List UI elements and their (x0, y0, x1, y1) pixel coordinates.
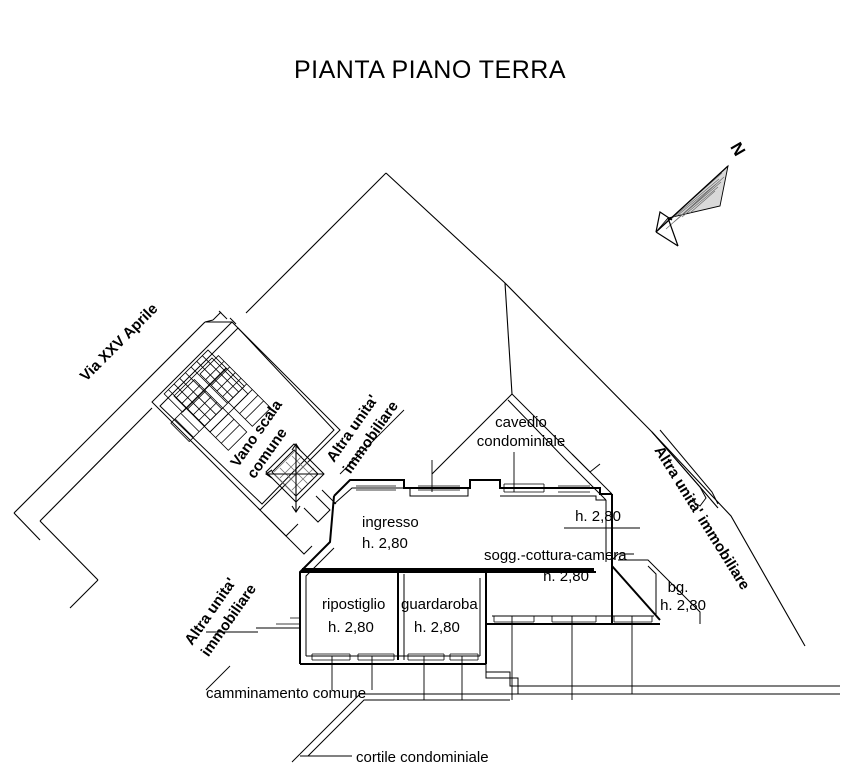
room-height-ripostiglio: h. 2,80 (328, 619, 374, 636)
annotation-altra-unita-top: Altra unita' immobiliare (323, 392, 402, 477)
room-height-guardaroba: h. 2,80 (414, 619, 460, 636)
courtyard-boundary (291, 664, 840, 763)
room-height-ingresso: h. 2,80 (362, 535, 408, 552)
property-boundary-lines (13, 172, 806, 647)
page-title: PIANTA PIANO TERRA (294, 56, 566, 84)
annotation-cavedio-line2: condominiale (477, 433, 565, 450)
standalone-height-label: h. 2,80 (575, 508, 621, 525)
annotation-cortile: cortile condominiale (356, 749, 489, 766)
annotation-altra-unita-right: Altra unita' immobiliare (651, 443, 753, 593)
annotation-altra-unita-left: Altra unita' immobiliare (181, 575, 260, 660)
room-height-soggiorno: h. 2,80 (543, 568, 589, 585)
annotation-vano-scala: Vano scala comune (227, 396, 290, 481)
svg-text:Via XXV Aprile: Via XXV Aprile (77, 300, 162, 385)
room-label-ripostiglio: ripostiglio (322, 596, 385, 613)
room-label-soggiorno: sogg.-cottura-camera (484, 547, 627, 564)
window-symbols (276, 483, 653, 661)
room-label-bagno: bg. (668, 579, 689, 596)
room-label-ingresso: ingresso (362, 514, 419, 531)
elevator-shaft-icon (257, 443, 337, 555)
compass-north-label: N (726, 139, 749, 159)
street-label-via-xxv-aprile: Via XXV Aprile (77, 300, 162, 385)
room-label-guardaroba: guardaroba (401, 596, 478, 613)
annotation-altra-unita-right-line1: Altra unita' immobiliare (651, 443, 753, 593)
stairwell-vano-scala (151, 310, 341, 511)
north-arrow-icon (655, 164, 729, 247)
room-height-bagno: h. 2,80 (660, 597, 706, 614)
annotation-camminamento: camminamento comune (206, 685, 366, 702)
annotation-cavedio-line1: cavedio (495, 414, 547, 431)
